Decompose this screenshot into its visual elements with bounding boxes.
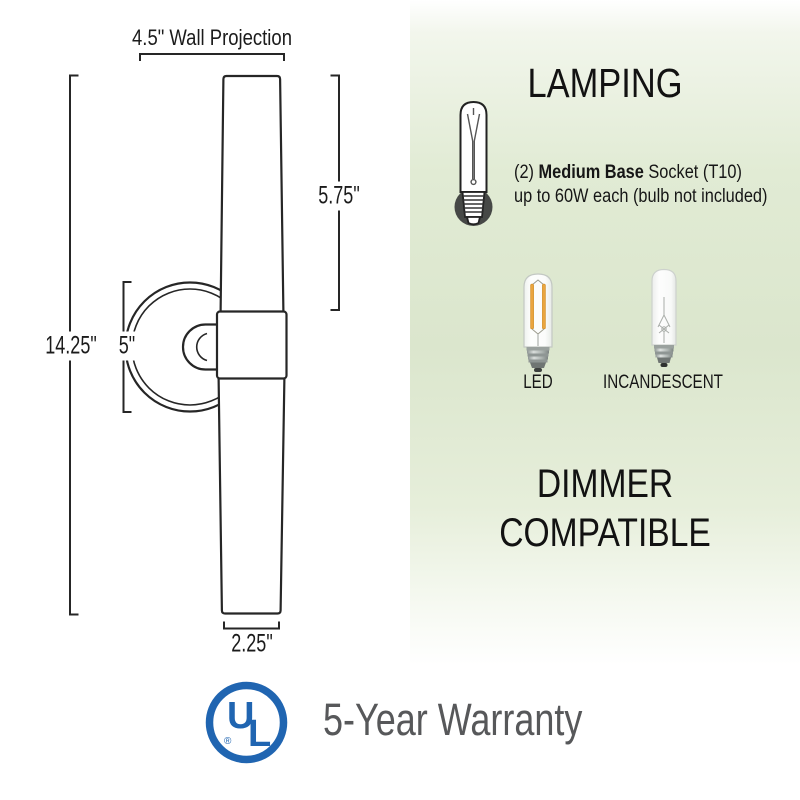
socket-spec-line1: (2) Medium Base Socket (T10) [514, 161, 767, 185]
sconce-line-art [69, 53, 340, 630]
incandescent-bulb-image [651, 268, 677, 367]
socket-spec-prefix: (2) [514, 162, 539, 183]
lamping-panel: LAMPING [410, 0, 800, 665]
shade-height-label: 5.75" [315, 181, 363, 211]
socket-spec-text: (2) Medium Base Socket (T10) up to 60W e… [514, 161, 767, 208]
wall-projection-bracket [139, 53, 285, 61]
overall-height-label: 14.25" [42, 331, 100, 361]
dimension-diagram: 4.5" Wall Projection 14.25" 5" 5.75" 2.2… [0, 0, 410, 660]
backplate-height-label: 5" [115, 331, 139, 361]
socket-spec-bold: Medium Base [538, 162, 644, 183]
ul-letter-u: U [227, 695, 254, 737]
bottom-shade [217, 376, 286, 615]
shade-width-label: 2.25" [228, 629, 276, 659]
ul-letter-l: L [248, 713, 271, 755]
dimmer-compatible-text: DIMMER COMPATIBLE [441, 460, 769, 558]
wall-projection-label: 4.5" Wall Projection [128, 25, 296, 51]
t10-filament [466, 108, 481, 186]
t10-screw-base [461, 191, 486, 226]
ul-ring [205, 681, 288, 764]
led-filaments [530, 279, 546, 346]
dimmer-line-2: COMPATIBLE [499, 511, 711, 555]
incandescent-filament [657, 297, 671, 343]
dimmer-line-1: DIMMER [536, 462, 674, 506]
shade-width-bracket [223, 621, 280, 630]
led-screw-base [526, 347, 550, 372]
incandescent-screw-base [654, 345, 674, 367]
t10-glass-tube [459, 100, 488, 193]
lamping-title: LAMPING [527, 60, 683, 106]
warranty-text: 5-Year Warranty [323, 694, 583, 745]
led-label: LED [523, 372, 553, 393]
t10-socket-icon [454, 100, 493, 226]
mounting-arm-inner-arc [195, 332, 208, 362]
incandescent-label: INCANDESCENT [603, 372, 723, 393]
socket-housing [215, 310, 288, 380]
socket-spec-line2: up to 60W each (bulb not included) [514, 185, 768, 207]
ul-logo: U L ® [205, 681, 288, 764]
registered-mark: ® [224, 736, 232, 747]
socket-spec-suffix: Socket (T10) [643, 162, 742, 183]
top-shade [219, 74, 285, 314]
led-bulb-image [523, 273, 553, 372]
